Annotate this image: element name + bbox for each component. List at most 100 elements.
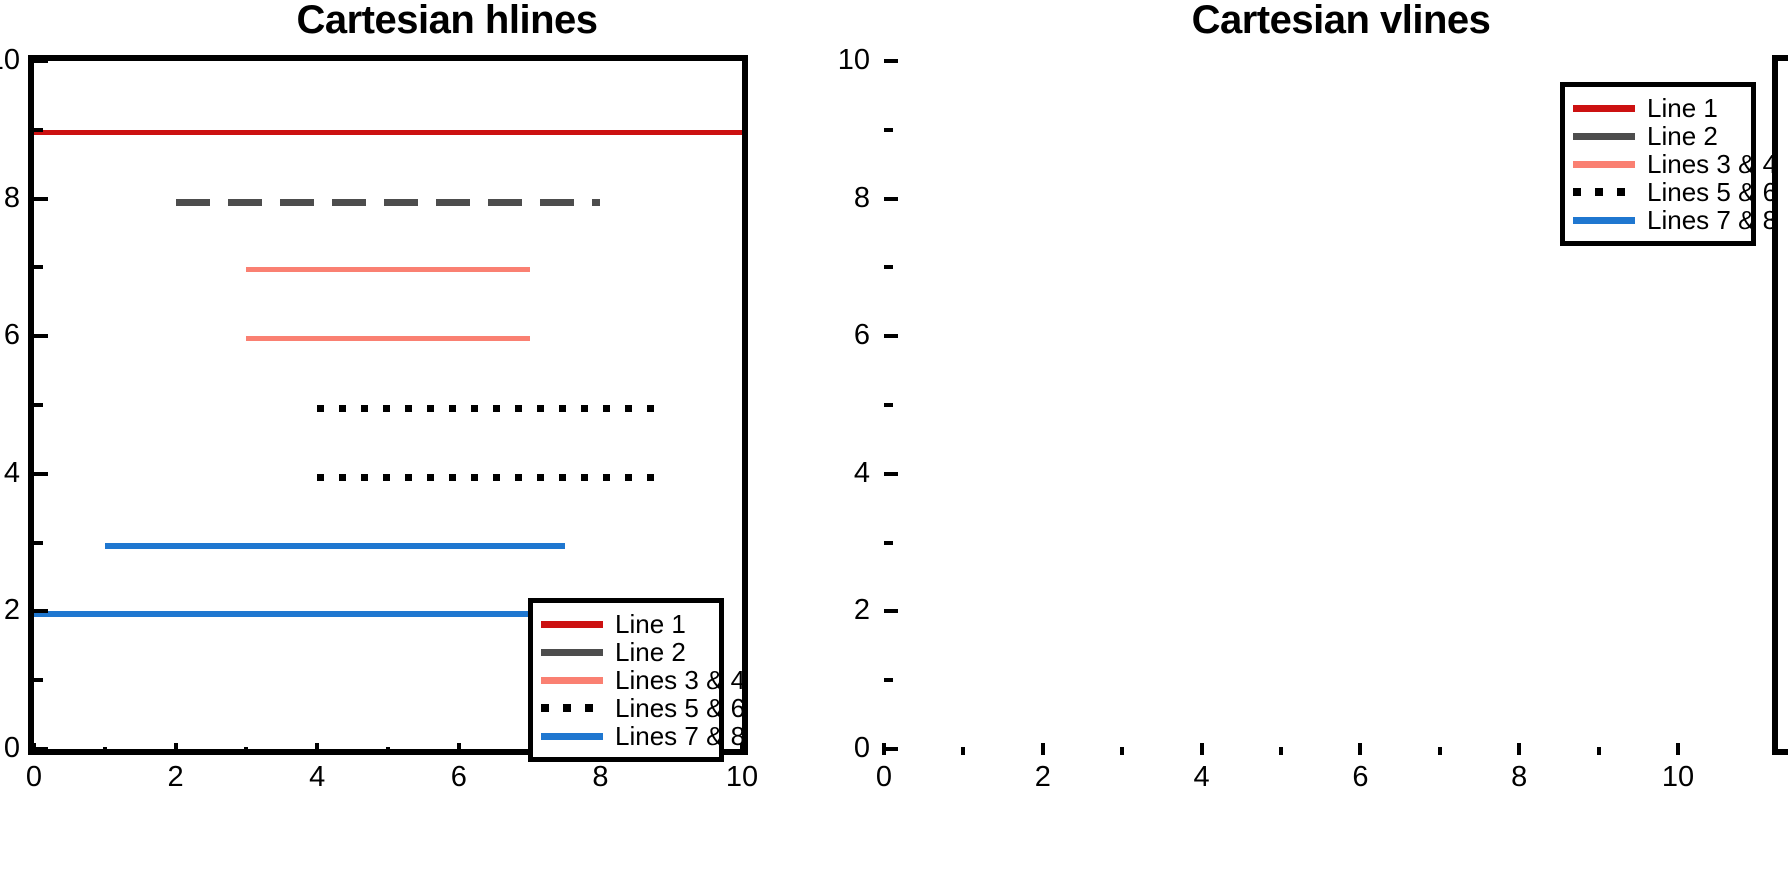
x-tick-major [456, 743, 461, 755]
y-tick-minor [884, 678, 893, 683]
legend-label: Lines 5 & 6 [1647, 177, 1778, 207]
y-tick-label: 0 [3, 732, 20, 764]
legend-swatch-icon [1573, 209, 1635, 231]
y-tick-label: 8 [3, 181, 20, 214]
x-tick-label: 10 [725, 761, 759, 793]
legend-hlines-item-4[interactable]: Lines 5 & 6 [541, 694, 745, 722]
legend-hlines-item-1[interactable]: Line 1 [541, 610, 709, 638]
legend-label: Lines 7 & 8 [615, 721, 746, 751]
x-tick-major [32, 743, 36, 755]
hline-series-4 [246, 336, 530, 342]
y-tick-minor [884, 540, 893, 545]
x-tick-minor [1437, 747, 1442, 755]
x-tick-minor [1120, 747, 1125, 755]
y-tick-minor [884, 403, 893, 407]
solid-line-icon [1573, 161, 1635, 168]
x-tick-label: 6 [450, 761, 467, 793]
solid-line-icon [541, 677, 603, 684]
hline-series-8 [34, 611, 530, 618]
legend-label: Line 1 [1647, 93, 1718, 123]
solid-line-icon [1573, 105, 1635, 112]
y-tick-minor [34, 265, 43, 270]
x-tick-major [173, 743, 178, 755]
x-tick-major [1676, 743, 1680, 755]
hline-series-3 [246, 267, 530, 273]
x-tick-major [740, 743, 744, 755]
page-title-hlines: Cartesian hlines [296, 0, 598, 42]
legend-hlines-item-2[interactable]: Line 2 [541, 638, 709, 666]
y-tick-label: 0 [853, 732, 870, 764]
y-tick-minor [34, 540, 43, 545]
y-tick-label: 6 [3, 319, 20, 352]
y-tick-major [884, 747, 898, 751]
legend-hlines-item-3[interactable]: Lines 3 & 4 [541, 666, 745, 694]
x-tick-major [882, 743, 886, 755]
hline-series-1 [34, 129, 742, 135]
y-tick-major [34, 747, 48, 751]
legend-swatch-icon [541, 641, 603, 663]
y-tick-major [884, 471, 898, 476]
legend-vlines-item-5[interactable]: Lines 7 & 8 [1573, 206, 1777, 234]
x-tick-label: 2 [1034, 761, 1051, 793]
y-tick-label: 8 [853, 181, 870, 214]
x-tick-label: 8 [1511, 761, 1528, 793]
x-tick-major [315, 743, 320, 755]
x-tick-minor [961, 747, 966, 755]
hline-series-2 [175, 198, 601, 206]
solid-line-icon [1573, 133, 1635, 140]
y-tick-minor [884, 265, 893, 270]
legend-label: Line 1 [615, 609, 686, 639]
x-tick-label: 4 [309, 761, 326, 793]
legend-vlines-item-2[interactable]: Line 2 [1573, 122, 1741, 150]
legend-vlines-item-3[interactable]: Lines 3 & 4 [1573, 150, 1777, 178]
legend-vlines-item-4[interactable]: Lines 5 & 6 [1573, 178, 1777, 206]
y-tick-label: 6 [853, 319, 870, 352]
y-tick-minor [884, 127, 893, 132]
legend-swatch-icon [541, 725, 603, 747]
legend-label: Lines 3 & 4 [615, 665, 746, 695]
x-tick-label: 2 [167, 761, 184, 793]
hline-series-7 [104, 542, 565, 549]
x-tick-minor [244, 747, 249, 755]
legend-swatch-icon [1573, 125, 1635, 147]
y-tick-major [34, 59, 48, 63]
y-tick-major [34, 196, 48, 201]
y-tick-label: 2 [853, 594, 870, 627]
legend-hlines-item-5[interactable]: Lines 7 & 8 [541, 722, 745, 750]
hline-series-6 [317, 473, 665, 481]
y-tick-label: 4 [3, 456, 20, 489]
x-tick-label: 6 [1352, 761, 1369, 793]
dotted-line-icon [541, 704, 603, 712]
x-tick-minor [1596, 747, 1601, 755]
x-tick-label: 4 [1193, 761, 1210, 793]
legend-vlines-item-1[interactable]: Line 1 [1573, 94, 1741, 122]
x-tick-label: 8 [592, 761, 609, 793]
x-tick-major [1358, 743, 1363, 755]
solid-line-icon [541, 649, 603, 656]
y-tick-major [884, 196, 898, 201]
x-tick-label: 0 [25, 761, 43, 793]
legend-label: Line 2 [1647, 121, 1718, 151]
vlines-data-layer [1778, 61, 1788, 749]
hlines-data-layer [34, 61, 742, 749]
x-tick-minor [386, 747, 390, 755]
x-tick-major [1199, 743, 1204, 755]
legend-swatch-icon [541, 697, 603, 719]
legend-swatch-icon [1573, 153, 1635, 175]
y-tick-major [34, 334, 48, 339]
y-tick-label: 2 [3, 594, 20, 627]
legend-swatch-icon [541, 613, 603, 635]
y-tick-minor [34, 403, 43, 407]
y-tick-major [34, 609, 48, 614]
solid-line-icon [1573, 217, 1635, 224]
plot-area-vlines [1772, 55, 1788, 755]
dotted-line-icon [1573, 188, 1635, 196]
plot-area-hlines [28, 55, 748, 755]
x-tick-major [1517, 743, 1522, 755]
y-tick-major [884, 609, 898, 614]
